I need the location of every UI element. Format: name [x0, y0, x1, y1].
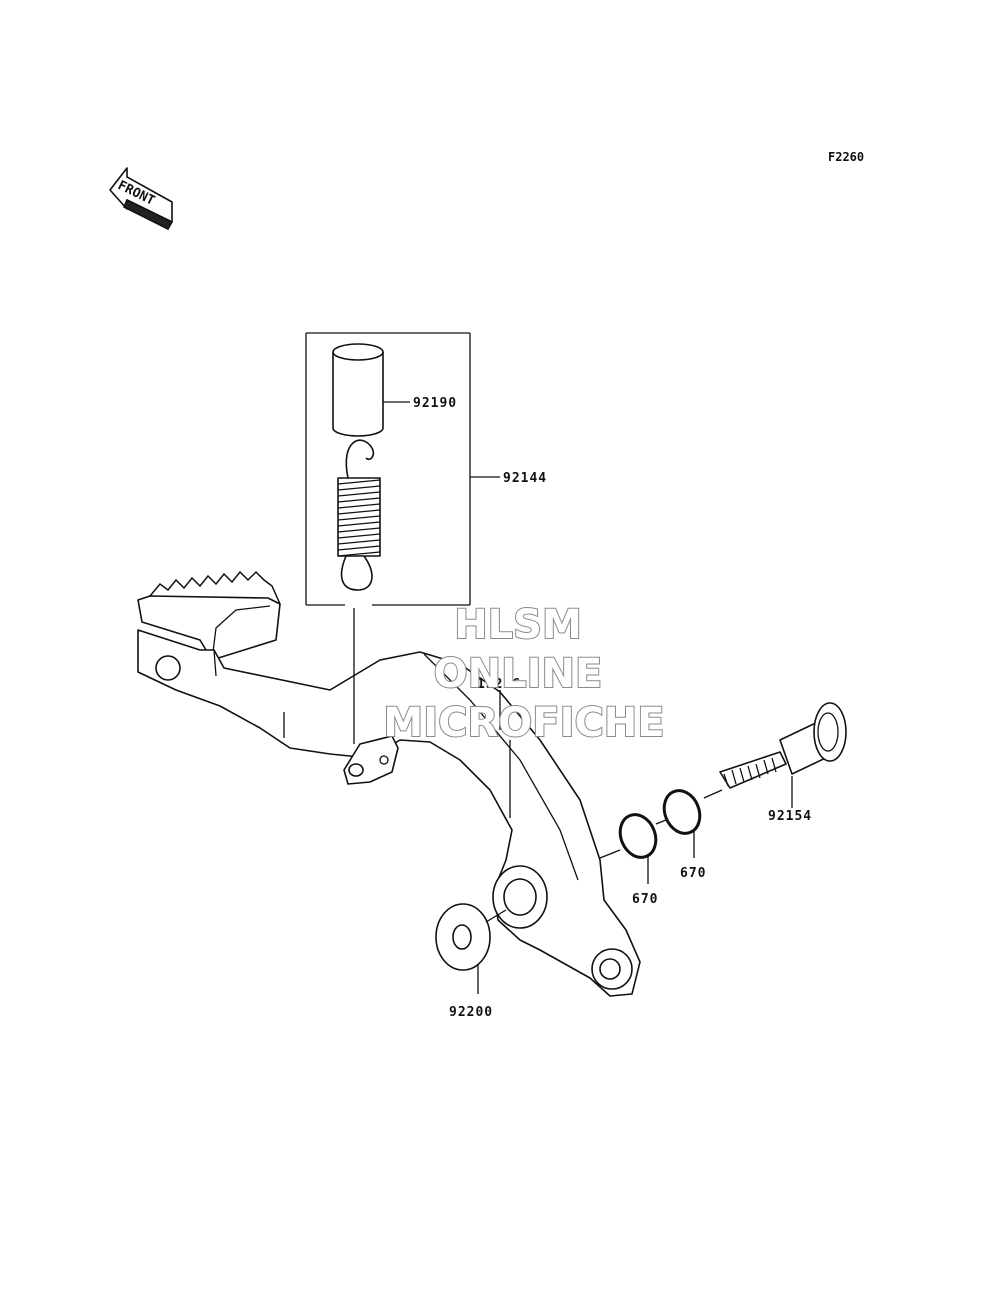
- pivot-bolt-part: [703, 702, 847, 808]
- watermark-line-3: MICROFICHE: [383, 700, 664, 746]
- figure-code: F2260: [828, 150, 864, 164]
- spring-assembly-box: [305, 332, 500, 606]
- spring-coils: [337, 479, 381, 557]
- o-ring-1-part: [599, 813, 658, 884]
- washer-part: [435, 903, 507, 994]
- watermark-line-2: ONLINE: [434, 651, 603, 697]
- label-670-b: 670: [680, 866, 706, 881]
- front-arrow-icon: FRONT: [109, 167, 173, 230]
- o-ring-2-part: [655, 789, 702, 858]
- label-92144: 92144: [503, 471, 547, 486]
- brake-pedal-part: [137, 570, 641, 997]
- watermark-line-1: HLSM: [454, 602, 582, 648]
- label-92200: 92200: [449, 1005, 493, 1020]
- label-92190: 92190: [413, 396, 457, 411]
- label-13236: 13236: [477, 677, 521, 692]
- watermark: HLSM ONLINE MICROFICHE: [382, 601, 665, 747]
- label-670-a: 670: [632, 892, 658, 907]
- label-92154: 92154: [768, 809, 812, 824]
- spring-part: [337, 439, 381, 591]
- bushing-part: [332, 343, 410, 437]
